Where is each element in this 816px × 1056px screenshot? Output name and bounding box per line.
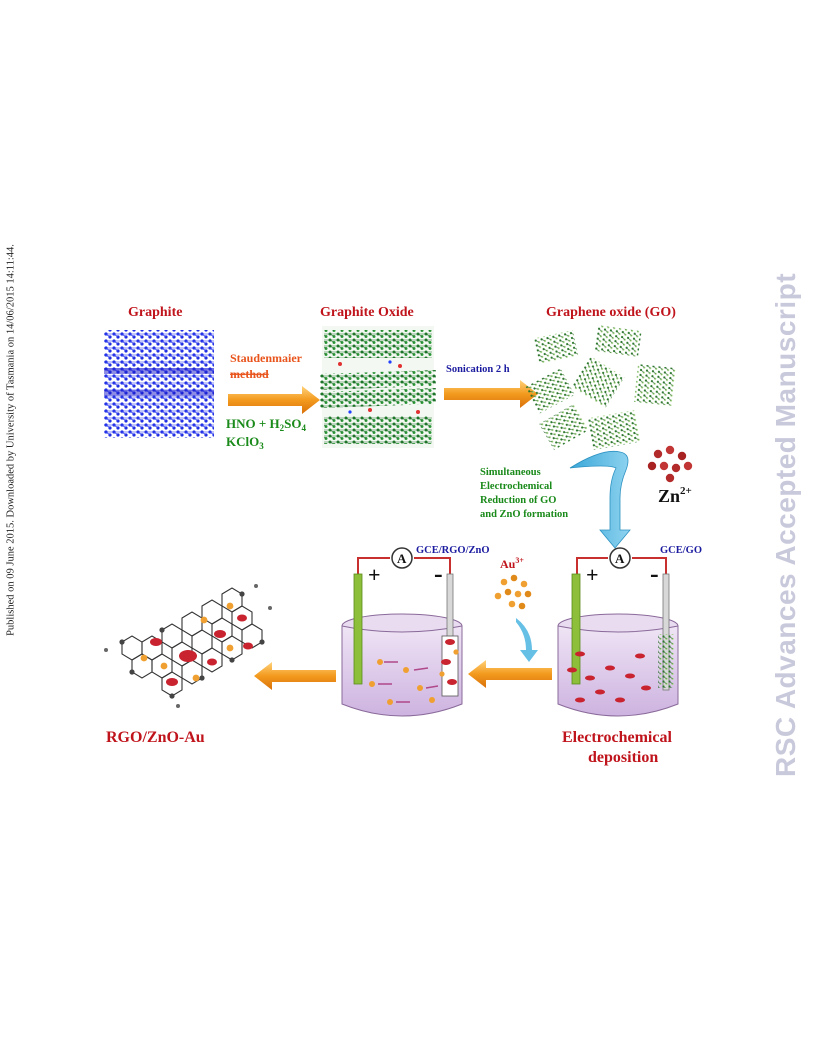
reduction-step-line3: Reduction of GO	[480, 495, 556, 506]
reduction-step-line2: Electrochemical	[480, 481, 552, 492]
gold-ion-label: Au3+	[500, 556, 524, 571]
reagents-label-line1: HNO + H2SO4	[226, 416, 306, 433]
cathode-minus-sign: -	[650, 559, 659, 588]
publication-note-text: Published on 09 June 2015. Downloaded by…	[5, 244, 17, 636]
watermark-text: RSC Advances Accepted Manuscript	[770, 272, 801, 778]
anode-plus-sign: +	[368, 562, 381, 587]
watermark: RSC Advances Accepted Manuscript	[758, 240, 814, 810]
rgo-zno-au-structure-image	[121, 587, 263, 697]
ammeter-icon	[391, 547, 413, 569]
reduction-step-line1: Simultaneous	[480, 467, 541, 478]
graphene-oxide-label: Graphene oxide (GO)	[546, 305, 676, 320]
graphite-oxide-image	[320, 326, 436, 448]
sonication-arrow	[444, 380, 538, 408]
deposition-label-line2: deposition	[588, 749, 658, 766]
reagents-label-line2: KClO3	[226, 434, 264, 451]
product-atoms	[104, 584, 272, 708]
cell-right-electrode-label: GCE/GO	[660, 545, 702, 556]
graphite-lattice-image	[104, 330, 214, 438]
cathode-minus-sign: -	[434, 559, 443, 588]
zinc-ion-label: Zn2+	[658, 485, 692, 506]
oxidation-arrow	[228, 386, 320, 414]
graphene-oxide-sheets-image	[525, 325, 676, 450]
cell-transfer-arrow	[468, 660, 552, 688]
product-arrow	[254, 662, 336, 690]
deposition-label-line1: Electrochemical	[562, 729, 672, 746]
product-label: RGO/ZnO-Au	[106, 729, 205, 746]
svg-text:A: A	[397, 551, 407, 566]
graphite-oxide-label: Graphite Oxide	[320, 305, 414, 320]
reduction-step-line4: and ZnO formation	[480, 509, 568, 520]
ammeter-icon	[609, 547, 631, 569]
svg-text:A: A	[615, 551, 625, 566]
electrochemical-cell-right: A + -	[557, 547, 679, 717]
sonication-label: Sonication 2 h	[446, 364, 510, 375]
gold-ions-cluster	[494, 574, 532, 610]
graphite-label: Graphite	[128, 305, 182, 320]
zinc-ions-cluster	[647, 445, 693, 483]
synthesis-scheme: Graphite Staudenmaier method HNO + H2SO4…	[104, 305, 702, 766]
publication-note: Published on 09 June 2015. Downloaded by…	[3, 240, 19, 640]
cell-left-electrode-label: GCE/RGO/ZnO	[416, 545, 490, 556]
method-label-line1: Staudenmaier	[230, 351, 303, 365]
gold-addition-arrow	[516, 618, 538, 662]
reduction-arrow	[569, 450, 631, 549]
electrochemical-cell-left: A + -	[341, 547, 463, 717]
method-label-line2: method	[230, 367, 269, 381]
anode-plus-sign: +	[586, 562, 599, 587]
